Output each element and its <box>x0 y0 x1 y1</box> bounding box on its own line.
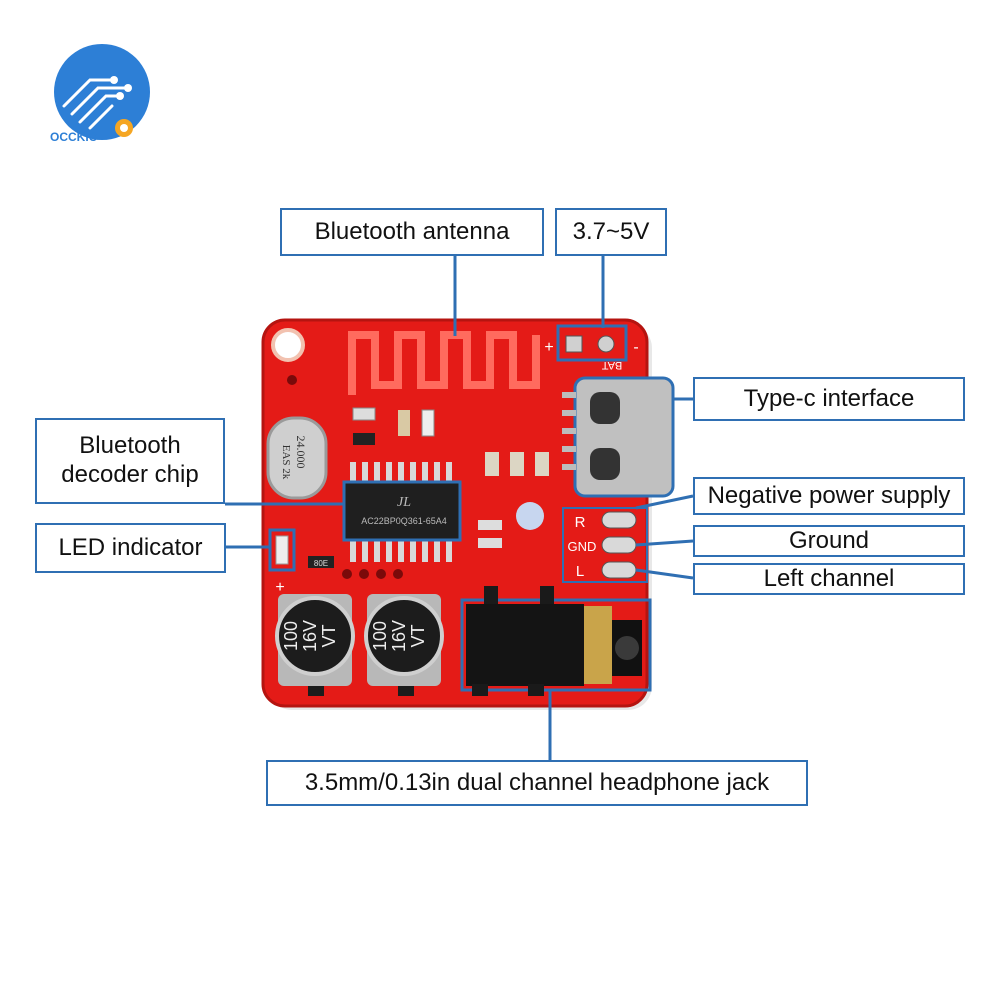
voltage-callout: 3.7~5V <box>555 208 667 256</box>
logo-circuit-icon: OCCKIC <box>50 44 150 144</box>
voltage-label: 3.7~5V <box>572 217 650 245</box>
leader-lines <box>225 254 694 762</box>
left-channel-callout: Left channel <box>693 563 965 595</box>
bat-label: BAT <box>601 359 622 371</box>
crystal-text-1: 24.000 <box>294 436 308 469</box>
board-led-dome <box>516 502 544 530</box>
led-part-text: 80E <box>314 559 328 568</box>
logo-text: OCCKIC <box>50 130 98 144</box>
pad-gnd-label: GND <box>568 539 597 554</box>
decoder-label-line2: decoder chip <box>61 461 199 488</box>
capacitor-right <box>364 596 444 676</box>
bat-plus-mark: + <box>544 339 553 356</box>
bat-minus-mark: - <box>633 339 638 356</box>
pad-gnd <box>601 536 637 554</box>
cap-right-text-3: VT <box>408 624 428 647</box>
led-plus-mark: + <box>275 579 284 596</box>
typec-label: Type-c interface <box>743 384 915 412</box>
jack-label: 3.5mm/0.13in dual channel headphone jack <box>304 768 770 796</box>
ground-callout: Ground <box>693 525 965 557</box>
brand-logo: OCCKIC <box>50 44 154 144</box>
negative-label: Negative power supply <box>707 481 951 509</box>
bat-pads-highlight <box>556 324 628 362</box>
capacitor-left <box>275 596 355 676</box>
antenna-trace <box>348 331 540 395</box>
decoder-chip <box>342 480 462 542</box>
mounting-hole <box>271 328 305 362</box>
led-callout: LED indicator <box>35 523 226 573</box>
pad-r <box>601 511 637 529</box>
negative-callout: Negative power supply <box>693 477 965 515</box>
pad-l <box>601 561 637 579</box>
antenna-callout: Bluetooth antenna <box>280 208 544 256</box>
cap-left-text-3: VT <box>319 624 339 647</box>
chip-logo: JL <box>397 495 411 510</box>
led-indicator <box>268 528 296 572</box>
type-c-connector <box>573 376 675 498</box>
typec-callout: Type-c interface <box>693 377 965 421</box>
cap-left-text-2: 16V <box>300 620 320 652</box>
pad-r-label: R <box>575 514 586 531</box>
headphone-jack-highlight <box>460 598 652 692</box>
crystal-text-2: EAS 2k <box>280 445 292 480</box>
cap-right-text-1: 100 <box>370 621 390 651</box>
decoder-label-line1: Bluetooth <box>79 432 181 460</box>
cap-right-text-2: 16V <box>389 620 409 652</box>
chip-marking: AC22BP0Q361-65A4 <box>361 516 447 526</box>
crystal-oscillator <box>266 416 328 500</box>
led-label: LED indicator <box>58 533 203 561</box>
antenna-label: Bluetooth antenna <box>314 217 510 245</box>
pad-l-label: L <box>576 563 584 580</box>
left-channel-label: Left channel <box>763 564 895 592</box>
chip-pins <box>350 462 452 562</box>
jack-callout: 3.5mm/0.13in dual channel headphone jack <box>266 760 808 806</box>
decoder-callout: Bluetooth decoder chip <box>35 418 225 504</box>
headphone-jack <box>466 604 584 686</box>
ground-label: Ground <box>788 526 870 554</box>
cap-left-text-1: 100 <box>281 621 301 651</box>
